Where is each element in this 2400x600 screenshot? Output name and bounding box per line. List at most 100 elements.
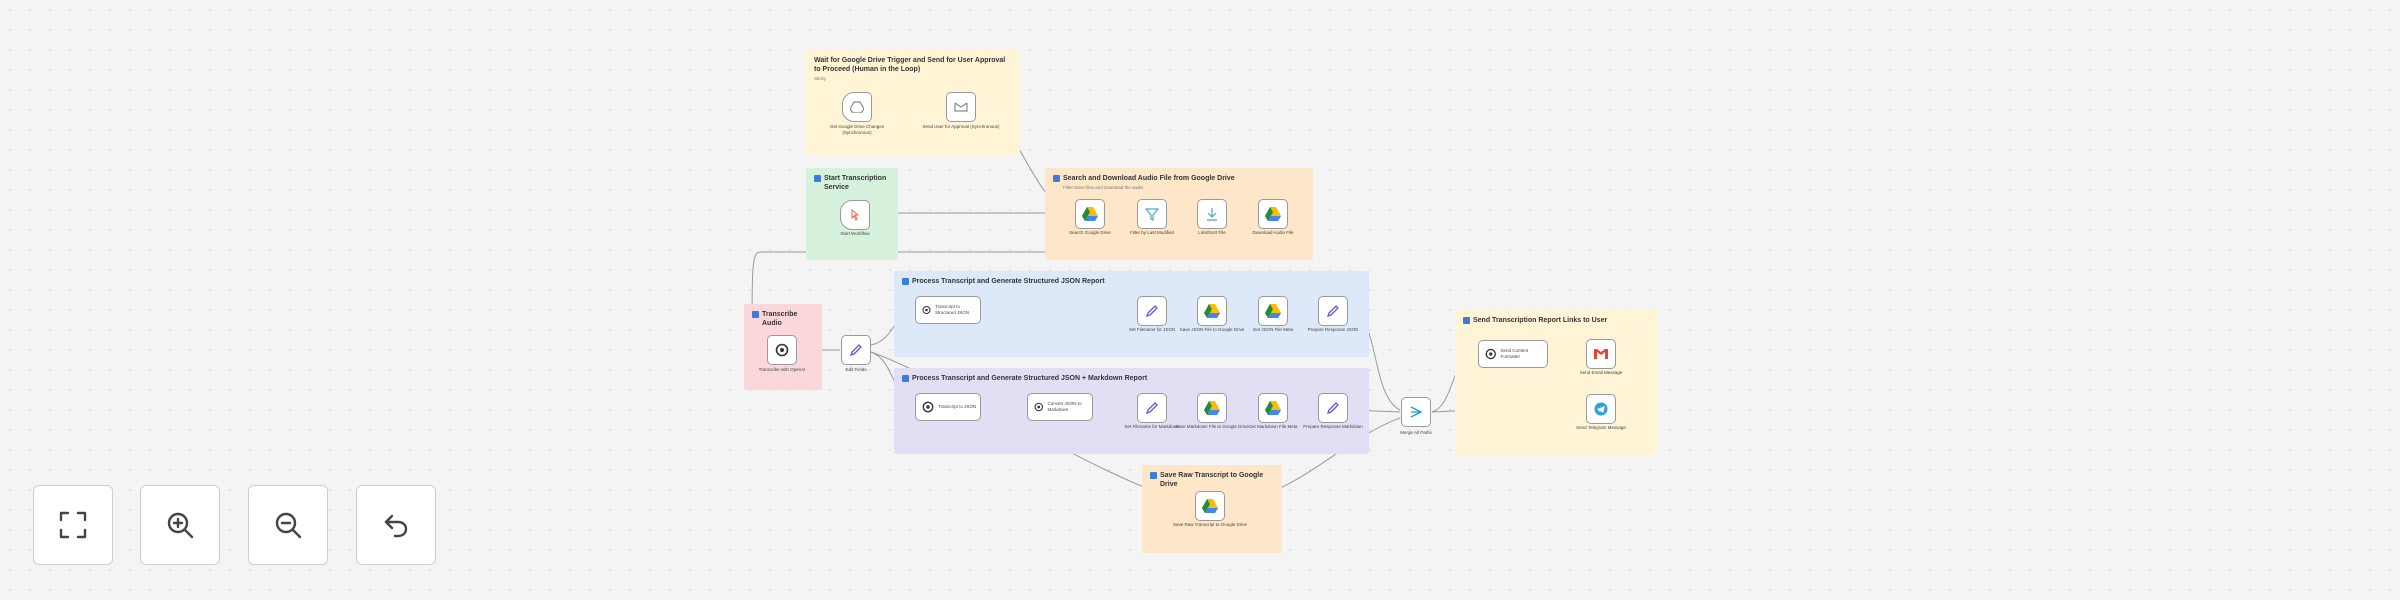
node-label: Save Raw Transcript to Google Drive (1172, 522, 1248, 527)
pencil-icon (1145, 402, 1158, 415)
google-drive-icon (1265, 401, 1281, 415)
node-label: Prepare Response JSON (1307, 327, 1359, 332)
node-label: Save Markdown File to Google Drive (1175, 424, 1249, 429)
node-label: Prepare Response Markdown (1303, 424, 1363, 429)
google-drive-icon (1204, 304, 1220, 318)
google-drive-icon (1265, 304, 1281, 318)
node-label: Search Google Drive (1069, 230, 1111, 235)
workflow-node[interactable] (767, 335, 797, 365)
zoom-to-fit-button[interactable] (33, 485, 113, 565)
wait-approval-icon (954, 102, 968, 112)
node-label: Edit Fields (845, 367, 867, 372)
zoom-in-icon (167, 512, 194, 539)
workflow-node[interactable] (1137, 199, 1167, 229)
node-label: Set Filename for JSON (1128, 327, 1176, 332)
sticky-title: Search and Download Audio File from Goog… (1063, 175, 1235, 182)
node-label: Merge All Paths (1400, 430, 1432, 435)
workflow-node[interactable] (1258, 393, 1288, 423)
zoom-out-icon (275, 512, 302, 539)
node-label: Filter by Last Modified (1129, 230, 1175, 235)
pencil-icon (849, 344, 862, 357)
node-label: Transcribe with OpenAI (758, 367, 806, 372)
openai-icon (1485, 348, 1496, 360)
node-label: Get Google Drive Changes (Synchronous) (829, 124, 885, 135)
workflow-node[interactable] (1137, 393, 1167, 423)
sticky-badge-icon (814, 175, 821, 182)
node-label: Limit/Sort File (1198, 230, 1226, 235)
sticky-subtitle: Sticky (814, 76, 827, 81)
workflow-node[interactable]: Transcript to JSON (915, 393, 981, 421)
workflow-node[interactable] (1197, 199, 1227, 229)
workflow-node[interactable] (1075, 199, 1105, 229)
google-drive-icon (1265, 207, 1281, 221)
zoom-out-button[interactable] (248, 485, 328, 565)
sticky-wait-approval[interactable]: Wait for Google Drive Trigger and Send f… (806, 50, 1020, 155)
workflow-node[interactable]: Transcript to Structured JSON (915, 296, 981, 324)
manual-trigger-icon (851, 209, 860, 221)
sticky-title: Wait for Google Drive Trigger and Send f… (814, 57, 1006, 73)
node-label: Download Audio File (1252, 230, 1294, 235)
google-drive-icon (1204, 401, 1220, 415)
workflow-node[interactable] (1318, 296, 1348, 326)
pencil-icon (1326, 402, 1339, 415)
workflow-node[interactable] (840, 200, 870, 230)
sticky-badge-icon (752, 311, 759, 318)
sticky-badge-icon (902, 375, 909, 382)
sticky-send-report-links[interactable]: Send Transcription Report Links to User (1455, 310, 1657, 455)
workflow-node[interactable] (1137, 296, 1167, 326)
workflow-node[interactable] (1586, 339, 1616, 369)
merge-icon (1410, 406, 1423, 418)
fit-to-view-icon (59, 511, 87, 539)
sticky-badge-icon (1150, 472, 1157, 479)
zoom-in-button[interactable] (140, 485, 220, 565)
openai-icon (922, 305, 931, 315)
node-label: Send Telegram Message (1576, 425, 1626, 430)
workflow-node[interactable]: Convert JSON to Markdown (1027, 393, 1093, 421)
workflow-node[interactable] (842, 92, 872, 122)
workflow-node[interactable] (1401, 397, 1431, 427)
workflow-node[interactable] (1197, 296, 1227, 326)
sticky-subtitle: Filter Drive files and download the audi… (1063, 185, 1144, 190)
node-label: Send Content Formatter (1500, 348, 1529, 359)
filter-icon (1145, 208, 1159, 221)
google-drive-icon (1202, 499, 1218, 513)
sticky-title: Start Transcription Service (824, 175, 887, 191)
node-label: Send User for Approval (Synchronous) (922, 124, 1000, 129)
sticky-title: Transcribe Audio (762, 311, 798, 327)
sticky-badge-icon (902, 278, 909, 285)
workflow-node[interactable] (841, 335, 871, 365)
sticky-title: Process Transcript and Generate Structur… (912, 278, 1105, 285)
workflow-node[interactable] (946, 92, 976, 122)
pencil-icon (1326, 305, 1339, 318)
gmail-icon (1594, 349, 1608, 359)
sticky-badge-icon (1053, 175, 1060, 182)
sticky-title: Send Transcription Report Links to User (1473, 317, 1608, 324)
workflow-node[interactable] (1195, 491, 1225, 521)
sticky-title: Save Raw Transcript to Google Drive (1160, 472, 1264, 488)
node-label: Save JSON File to Google Drive (1179, 327, 1245, 332)
sticky-badge-icon (1463, 317, 1470, 324)
workflow-node[interactable] (1258, 296, 1288, 326)
node-label: Get Markdown File Meta (1248, 424, 1298, 429)
workflow-node[interactable] (1258, 199, 1288, 229)
reset-zoom-button[interactable] (356, 485, 436, 565)
workflow-node[interactable] (1586, 394, 1616, 424)
node-label: Convert JSON to Markdown (1047, 401, 1082, 412)
node-label: Start Workflow (840, 231, 870, 236)
node-label: Transcript to Structured JSON (934, 304, 969, 315)
node-label: Transcript to JSON (938, 404, 977, 409)
openai-icon (922, 401, 934, 413)
pencil-icon (1145, 305, 1158, 318)
node-label: Get JSON File Meta (1252, 327, 1294, 332)
google-drive-trigger-icon (850, 101, 864, 113)
openai-icon (1034, 402, 1044, 412)
workflow-node[interactable] (1318, 393, 1348, 423)
workflow-node[interactable] (1197, 393, 1227, 423)
openai-icon (775, 343, 789, 357)
telegram-icon (1594, 402, 1608, 416)
node-label: Send Email Message (1579, 370, 1623, 375)
node-label: Set Filename for Markdown (1124, 424, 1180, 429)
google-drive-icon (1082, 207, 1098, 221)
workflow-node[interactable]: Send Content Formatter (1478, 340, 1548, 368)
